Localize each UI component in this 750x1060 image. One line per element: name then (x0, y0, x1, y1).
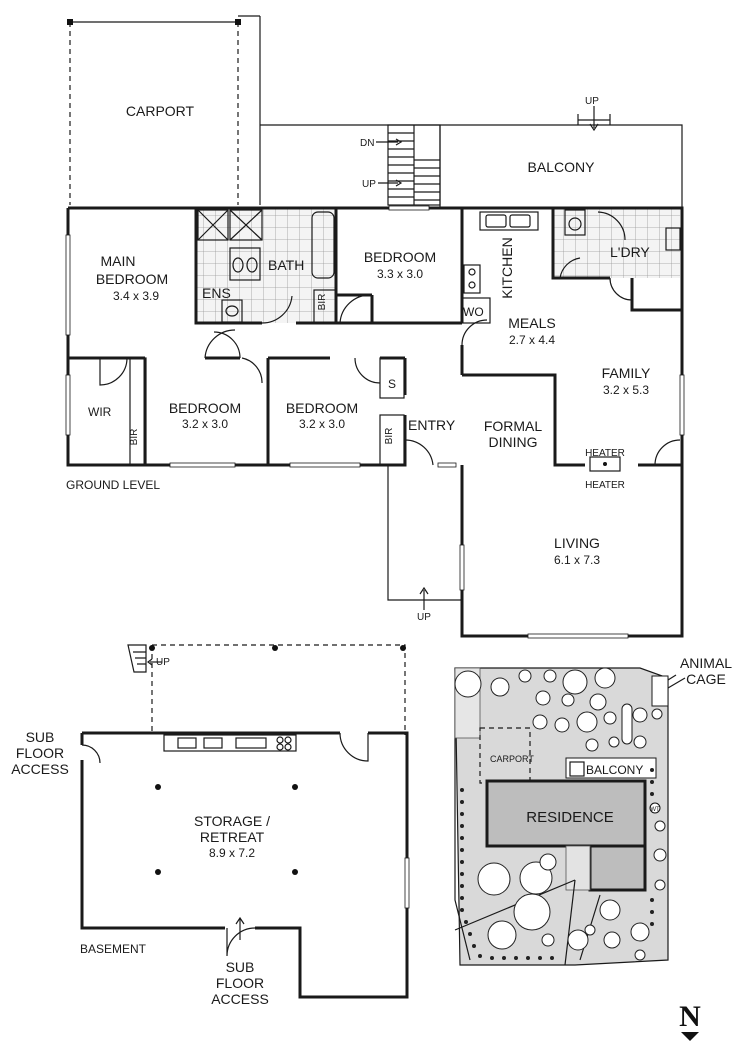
bir-label-mid: BIR (384, 428, 395, 445)
bedroom-mid-label: BEDROOM (286, 400, 358, 416)
meals-label: MEALS (508, 315, 555, 331)
formal-dining-label-2: DINING (489, 434, 538, 450)
bathroom-fixtures (129, 125, 681, 472)
stairs-dn-label: DN (360, 138, 374, 149)
sub-floor-access-left-2: FLOOR (16, 745, 64, 761)
north-compass: N (679, 1000, 701, 1041)
bir-label-top: BIR (317, 294, 328, 311)
site-trees (454, 667, 667, 961)
cooktop-icon (463, 264, 481, 294)
site-balcony-label: BALCONY (586, 763, 643, 777)
front-porch: UP (387, 465, 462, 623)
stairs-up-down: DN UP (360, 124, 441, 206)
basement-caption: BASEMENT (80, 942, 147, 956)
balcony-area: UP BALCONY (440, 96, 683, 208)
ground-level-plan: CARPORT DN UP UP BALCONY (65, 15, 685, 639)
formal-dining-label: FORMAL (484, 418, 543, 434)
ground-level-caption: GROUND LEVEL (66, 478, 160, 492)
site-hedge-dots (460, 768, 654, 960)
family-label: FAMILY (602, 365, 651, 381)
laundry-toilet-icon (564, 209, 586, 236)
north-arrow-icon (681, 1032, 699, 1041)
stairs-up-label: UP (362, 179, 376, 190)
bedroom-left-label: BEDROOM (169, 400, 241, 416)
site-balcony-area (565, 757, 657, 779)
sub-floor-access-bottom: SUB (226, 959, 255, 975)
bathtub-icon (311, 211, 335, 279)
wo-label: WO (463, 305, 484, 319)
heater-label-top: HEATER (585, 448, 625, 459)
main-bedroom-label-2: BEDROOM (96, 271, 168, 287)
sub-floor-access-left-3: ACCESS (11, 761, 69, 777)
balcony-label: BALCONY (528, 159, 596, 175)
site-plan: WT ANIMAL CAGE CARPOR (454, 655, 732, 966)
family-size: 3.2 x 5.3 (603, 383, 649, 397)
storage-label: STORAGE / (194, 813, 270, 829)
site-carport-label: CARPORT (490, 754, 534, 764)
basement-stair-icon (127, 644, 147, 673)
main-bedroom-size: 3.4 x 3.9 (113, 289, 159, 303)
heater-label-bottom: HEATER (585, 480, 625, 491)
basement-up-label: UP (156, 657, 170, 668)
residence-block (485, 779, 647, 848)
toilet-icon (221, 299, 243, 323)
carport-label: CARPORT (126, 103, 195, 119)
kitchen-label: KITCHEN (499, 237, 515, 298)
door-swings (99, 211, 681, 466)
wt-label: WT (650, 807, 660, 813)
storage-label-2: RETREAT (200, 829, 265, 845)
entry-label: ENTRY (408, 417, 456, 433)
bir-label-left: BIR (129, 429, 140, 446)
sub-floor-access-bottom-3: ACCESS (211, 991, 269, 1007)
wir-label: WIR (88, 405, 112, 419)
vanity-icon (229, 247, 261, 281)
living-size: 6.1 x 7.3 (554, 553, 600, 567)
porch-up-label: UP (417, 612, 431, 623)
ens-label: ENS (202, 285, 231, 301)
north-letter: N (679, 1000, 701, 1033)
balcony-up-label: UP (585, 96, 599, 107)
sub-floor-access-bottom-2: FLOOR (216, 975, 264, 991)
kitchen-sink-icon (479, 211, 539, 231)
animal-cage-label: ANIMAL (680, 655, 732, 671)
basement-plan: UP STORAGE / RETREAT 8.9 x 7.2 SUB FLOOR… (11, 644, 410, 1007)
bedroom-top-label: BEDROOM (364, 249, 436, 265)
laundry-tub-icon (665, 227, 681, 251)
windows (65, 205, 685, 639)
bedroom-left-size: 3.2 x 3.0 (182, 417, 228, 431)
s-label: S (388, 377, 396, 391)
bedroom-mid-size: 3.2 x 3.0 (299, 417, 345, 431)
storage-size: 8.9 x 7.2 (209, 846, 255, 860)
laundry-label: L'DRY (610, 244, 650, 260)
sub-floor-access-left: SUB (26, 729, 55, 745)
bath-label: BATH (268, 257, 304, 273)
basement-kitchenette-icon (163, 734, 297, 752)
carport-area: CARPORT (67, 15, 440, 205)
residence-label: RESIDENCE (526, 809, 614, 826)
meals-size: 2.7 x 4.4 (509, 333, 555, 347)
animal-cage-label-2: CAGE (686, 671, 726, 687)
bedroom-top-size: 3.3 x 3.0 (377, 267, 423, 281)
living-label: LIVING (554, 535, 600, 551)
heater-icon (589, 456, 621, 472)
main-bedroom-label: MAIN (101, 253, 136, 269)
